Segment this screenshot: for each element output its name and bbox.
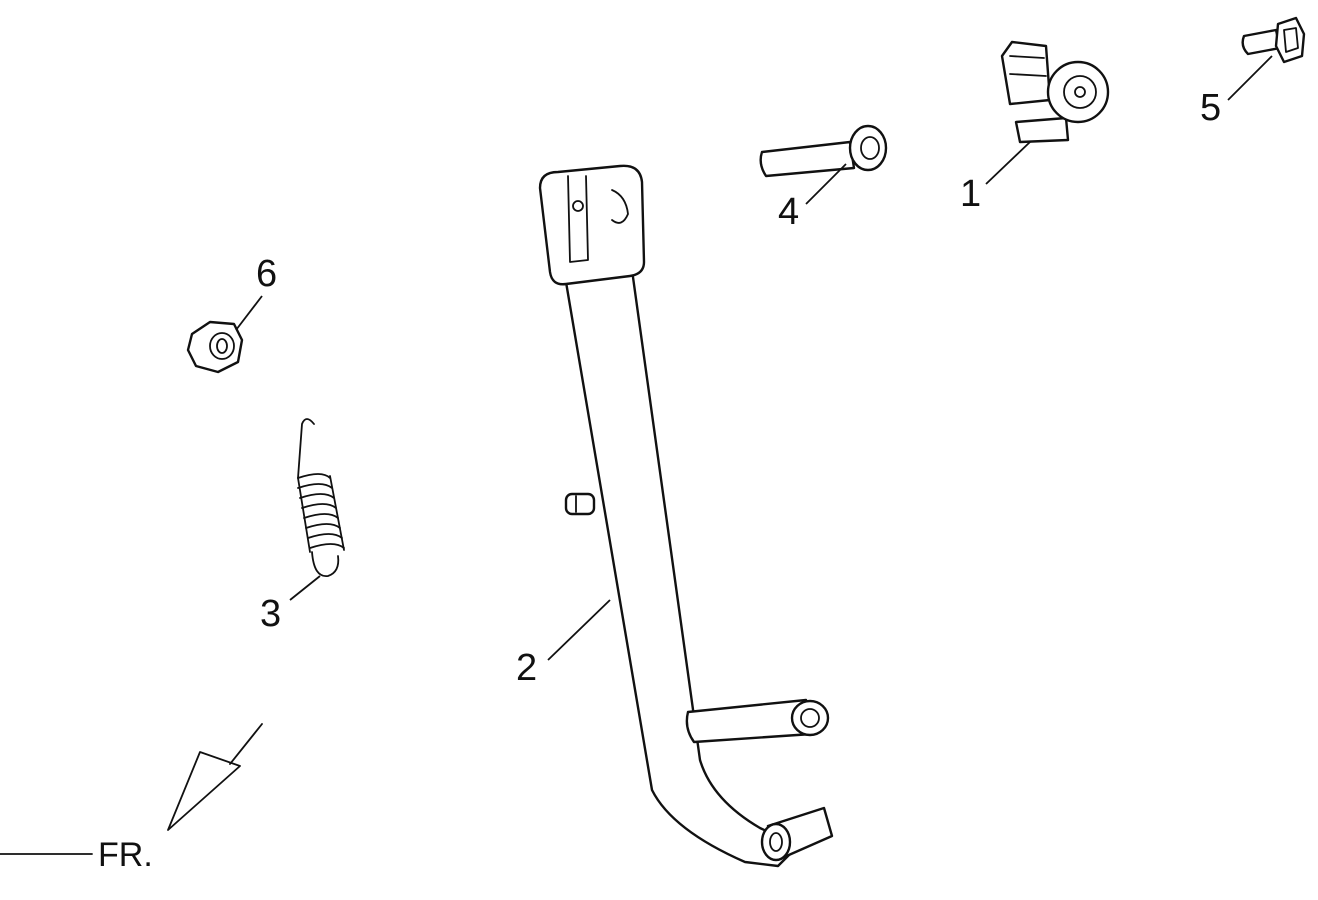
callout-1: 1 (960, 173, 981, 215)
leader-line-5 (1227, 55, 1273, 101)
front-direction-label: FR. (98, 836, 153, 874)
flange-bolt-part (1241, 16, 1306, 64)
side-stand-part (538, 164, 834, 868)
spring-coils (297, 473, 345, 553)
front-direction-arrow (0, 723, 263, 855)
callout-4: 4 (778, 191, 799, 233)
leader-line-6 (235, 295, 263, 331)
stand-switch-part (1000, 40, 1110, 144)
leader-line-4 (805, 163, 847, 205)
leader-line-1 (985, 141, 1031, 185)
return-spring-part (297, 418, 345, 577)
callout-6: 6 (256, 253, 277, 295)
leader-line-2 (547, 599, 611, 661)
callout-2: 2 (516, 647, 537, 689)
callout-5: 5 (1200, 87, 1221, 129)
leader-line-3 (289, 575, 321, 601)
hex-nut-part (186, 320, 244, 374)
pivot-bolt-part (759, 124, 888, 178)
callout-3: 3 (260, 593, 281, 635)
